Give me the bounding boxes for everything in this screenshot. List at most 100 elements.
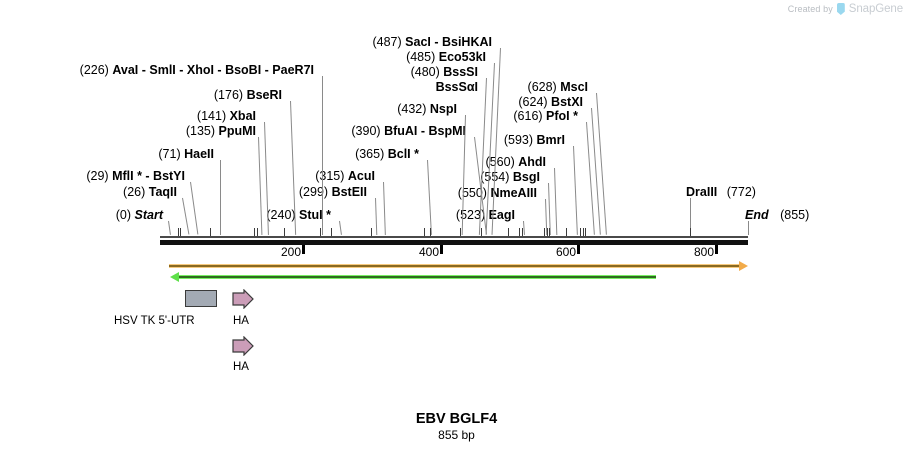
enzyme-label-haeII[interactable]: (71) HaeII bbox=[158, 147, 214, 161]
enzyme-name: BstEII bbox=[331, 185, 367, 199]
site-tick bbox=[430, 228, 431, 237]
enzyme-label-bmrI[interactable]: (593) BmrI bbox=[504, 133, 565, 147]
ruler-major-tick bbox=[577, 245, 580, 254]
forward-strand-arrow-head bbox=[739, 261, 748, 271]
enzyme-position: (29) bbox=[86, 169, 109, 183]
site-tick bbox=[580, 228, 581, 237]
marker-label-end[interactable]: End (855) bbox=[745, 208, 809, 222]
enzyme-name: EagI bbox=[488, 208, 515, 222]
ruler-tick-label-800: 800 bbox=[693, 245, 714, 259]
snapgene-logo-icon bbox=[836, 3, 845, 15]
enzyme-position: (135) bbox=[185, 124, 216, 138]
enzyme-position: (365) bbox=[355, 147, 385, 161]
leader-line bbox=[523, 220, 525, 236]
enzyme-label-pfoI[interactable]: (616) PfoI * bbox=[513, 109, 578, 123]
enzyme-position: (485) bbox=[406, 50, 436, 64]
enzyme-name: BssSI bbox=[443, 65, 478, 79]
enzyme-name: NmeAIII bbox=[490, 186, 537, 200]
enzyme-name: XbaI bbox=[229, 109, 256, 123]
leader-line bbox=[375, 197, 378, 235]
ruler-tick-label-400: 400 bbox=[418, 245, 439, 259]
enzyme-name: NspI bbox=[429, 102, 457, 116]
enzyme-label-bstXI[interactable]: (624) BstXI bbox=[518, 95, 583, 109]
snapgene-watermark: Created by SnapGene bbox=[788, 3, 903, 15]
enzyme-label-mflI[interactable]: (29) MflI * - BstYI bbox=[86, 169, 185, 183]
feature-glyph-ha-1[interactable] bbox=[232, 289, 254, 309]
leader-line bbox=[182, 197, 190, 235]
site-tick bbox=[284, 228, 285, 237]
leader-line bbox=[573, 145, 578, 235]
enzyme-name: Eco53kI bbox=[438, 50, 486, 64]
enzyme-label-nspI[interactable]: (432) NspI bbox=[397, 102, 457, 116]
enzyme-label-bfuAI[interactable]: (390) BfuAI - BspMI bbox=[351, 124, 466, 138]
feature-glyph-hsv-tk-5utr[interactable] bbox=[185, 290, 217, 307]
leader-line bbox=[554, 167, 558, 235]
leader-line bbox=[258, 136, 263, 235]
enzyme-name: BseRI bbox=[246, 88, 282, 102]
reverse-strand-arrow-head bbox=[170, 272, 179, 282]
site-tick bbox=[331, 228, 332, 237]
site-tick bbox=[424, 228, 425, 237]
leader-line bbox=[264, 121, 269, 235]
leader-line bbox=[190, 181, 199, 235]
enzyme-label-taqII[interactable]: (26) TaqII bbox=[123, 185, 177, 199]
enzyme-label-bssSalphaI[interactable]: BssSαI bbox=[436, 80, 478, 94]
enzyme-label-bstEII[interactable]: (299) BstEII bbox=[299, 185, 367, 199]
enzyme-position: (240) bbox=[266, 208, 296, 222]
site-tick bbox=[566, 228, 567, 237]
ruler-thin-line bbox=[160, 236, 748, 238]
leader-line bbox=[383, 181, 386, 235]
enzyme-name: AcuI bbox=[347, 169, 375, 183]
enzyme-label-ahdI[interactable]: (560) AhdI bbox=[486, 155, 546, 169]
enzyme-name: BclI * bbox=[387, 147, 419, 161]
enzyme-position: (71) bbox=[158, 147, 181, 161]
enzyme-label-xbaI[interactable]: (141) XbaI bbox=[197, 109, 256, 123]
enzyme-label-bclI[interactable]: (365) BclI * bbox=[355, 147, 419, 161]
enzyme-label-bssSI[interactable]: (480) BssSI bbox=[411, 65, 478, 79]
enzyme-label-mscI[interactable]: (628) MscI bbox=[528, 80, 588, 94]
site-tick bbox=[371, 228, 372, 237]
enzyme-label-bseRI[interactable]: (176) BseRI bbox=[214, 88, 282, 102]
enzyme-position: (432) bbox=[397, 102, 427, 116]
enzyme-label-eco53kI[interactable]: (485) Eco53kI bbox=[406, 50, 486, 64]
enzyme-position: (772) bbox=[726, 185, 756, 199]
leader-line bbox=[690, 198, 691, 235]
site-tick bbox=[508, 228, 509, 237]
marker-name: End bbox=[745, 208, 769, 222]
ruler-major-tick bbox=[440, 245, 443, 254]
leader-line bbox=[748, 221, 749, 235]
enzyme-position: (593) bbox=[503, 133, 534, 147]
enzyme-name: BmrI bbox=[536, 133, 565, 147]
enzyme-position: (141) bbox=[196, 109, 227, 123]
enzyme-position: (487) bbox=[372, 35, 402, 49]
feature-glyph-ha-2[interactable] bbox=[232, 336, 254, 356]
enzyme-label-draIII[interactable]: DraIII (772) bbox=[686, 185, 756, 199]
enzyme-name: MscI bbox=[560, 80, 588, 94]
site-tick bbox=[481, 228, 482, 237]
enzyme-label-sacI[interactable]: (487) SacI - BsiHKAI bbox=[372, 35, 492, 49]
marker-position: (855) bbox=[780, 208, 810, 222]
enzyme-name: AvaI - SmlI - XhoI - BsoBI - PaeR7I bbox=[112, 63, 314, 77]
enzyme-position: (315) bbox=[315, 169, 345, 183]
marker-label-start[interactable]: (0) Start bbox=[116, 208, 163, 222]
enzyme-position: (390) bbox=[351, 124, 381, 138]
enzyme-name: SacI - BsiHKAI bbox=[405, 35, 492, 49]
enzyme-label-stuI[interactable]: (240) StuI * bbox=[266, 208, 331, 222]
enzyme-position: (480) bbox=[410, 65, 440, 79]
leader-line bbox=[427, 159, 432, 235]
leader-line bbox=[168, 220, 171, 235]
enzyme-label-avaI[interactable]: (226) AvaI - SmlI - XhoI - BsoBI - PaeR7… bbox=[80, 63, 314, 77]
site-tick bbox=[583, 228, 584, 237]
enzyme-label-nmeAIII[interactable]: (550) NmeAIII bbox=[458, 186, 537, 200]
site-tick bbox=[320, 228, 321, 237]
enzyme-label-acuI[interactable]: (315) AcuI bbox=[315, 169, 375, 183]
site-tick bbox=[178, 228, 179, 237]
site-tick bbox=[549, 228, 550, 237]
site-tick bbox=[257, 228, 258, 237]
enzyme-name: StuI * bbox=[299, 208, 331, 222]
enzyme-name: TaqII bbox=[148, 185, 177, 199]
reverse-strand-arrow-line bbox=[179, 275, 656, 279]
marker-position: (0) bbox=[115, 208, 132, 222]
enzyme-label-ppuMI[interactable]: (135) PpuMI bbox=[186, 124, 256, 138]
